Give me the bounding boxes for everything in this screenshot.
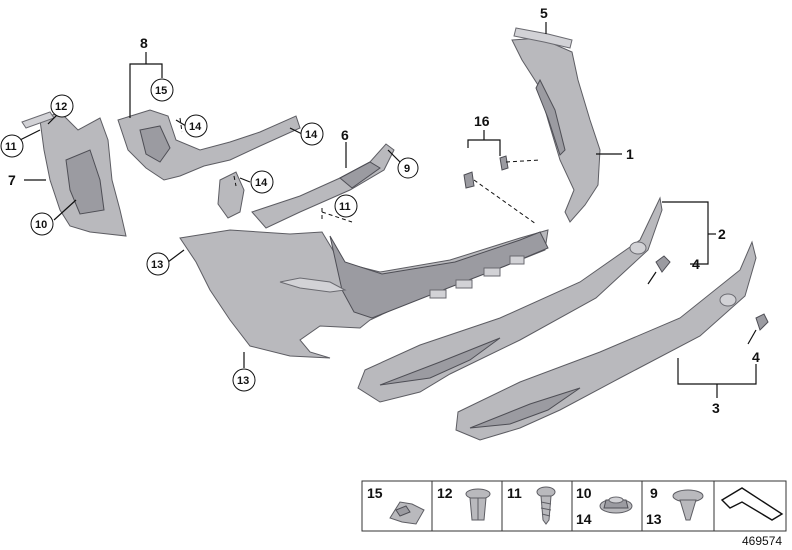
callout-15: 15 [155,85,167,97]
callout-5: 5 [540,5,548,21]
callout-4b: 4 [752,349,760,365]
callout-8: 8 [140,35,148,51]
legend-label-15: 15 [367,485,383,501]
lower-trim-2 [357,196,663,403]
expanding-rivet-icon [465,488,491,521]
callout-16: 16 [474,113,490,129]
callout-14a: 14 [189,121,202,133]
legend-label-14: 14 [576,511,592,527]
callout-13a: 13 [151,259,163,271]
callout-3: 3 [712,400,720,416]
diagram-reference-number: 469574 [742,534,782,548]
bracket-16 [463,155,509,189]
callout-7: 7 [8,172,16,188]
plastic-nut-icon [672,489,704,521]
callout-14b: 14 [305,129,318,141]
callout-9: 9 [404,163,410,175]
callout-6: 6 [341,127,349,143]
bumper-cover-upper [511,27,601,223]
bracket-small [217,171,245,219]
direction-arrow-icon [720,487,784,521]
bumper-cover-main [179,229,549,359]
callout-12: 12 [55,101,67,113]
leader-lines [19,22,757,398]
legend-label-12: 12 [437,485,453,501]
callout-11a: 11 [5,141,17,153]
callout-14c: 14 [255,177,268,189]
cover-cap-4b [747,313,769,345]
callout-1: 1 [626,146,634,162]
dashed-guides [179,117,541,225]
legend-cell-5 [641,480,715,532]
bracket-7 [21,111,127,237]
legend-cell-3 [501,480,573,532]
lower-trim-3 [455,240,757,441]
bracket-6 [251,143,395,229]
callout-11b: 11 [339,201,351,213]
legend-label-11: 11 [507,485,522,501]
callout-10: 10 [35,219,47,231]
callout-4a: 4 [692,256,700,272]
flange-nut-icon [599,496,633,514]
bracket-8 [117,109,301,181]
callouts: 1 2 3 4 4 5 6 7 8 9 10 11 11 12 13 13 14… [0,5,760,416]
legend-label-9: 9 [650,485,658,501]
fastener-legend: 15 12 11 10 14 9 13 [361,480,787,532]
legend-label-13: 13 [646,511,662,527]
legend-label-10: 10 [576,485,592,501]
callout-2: 2 [718,226,726,242]
legend-cell-2 [431,480,503,532]
spring-clip-icon [389,501,425,525]
cover-cap-4a [647,255,671,285]
screw-icon [536,486,556,525]
callout-13b: 13 [237,375,249,387]
